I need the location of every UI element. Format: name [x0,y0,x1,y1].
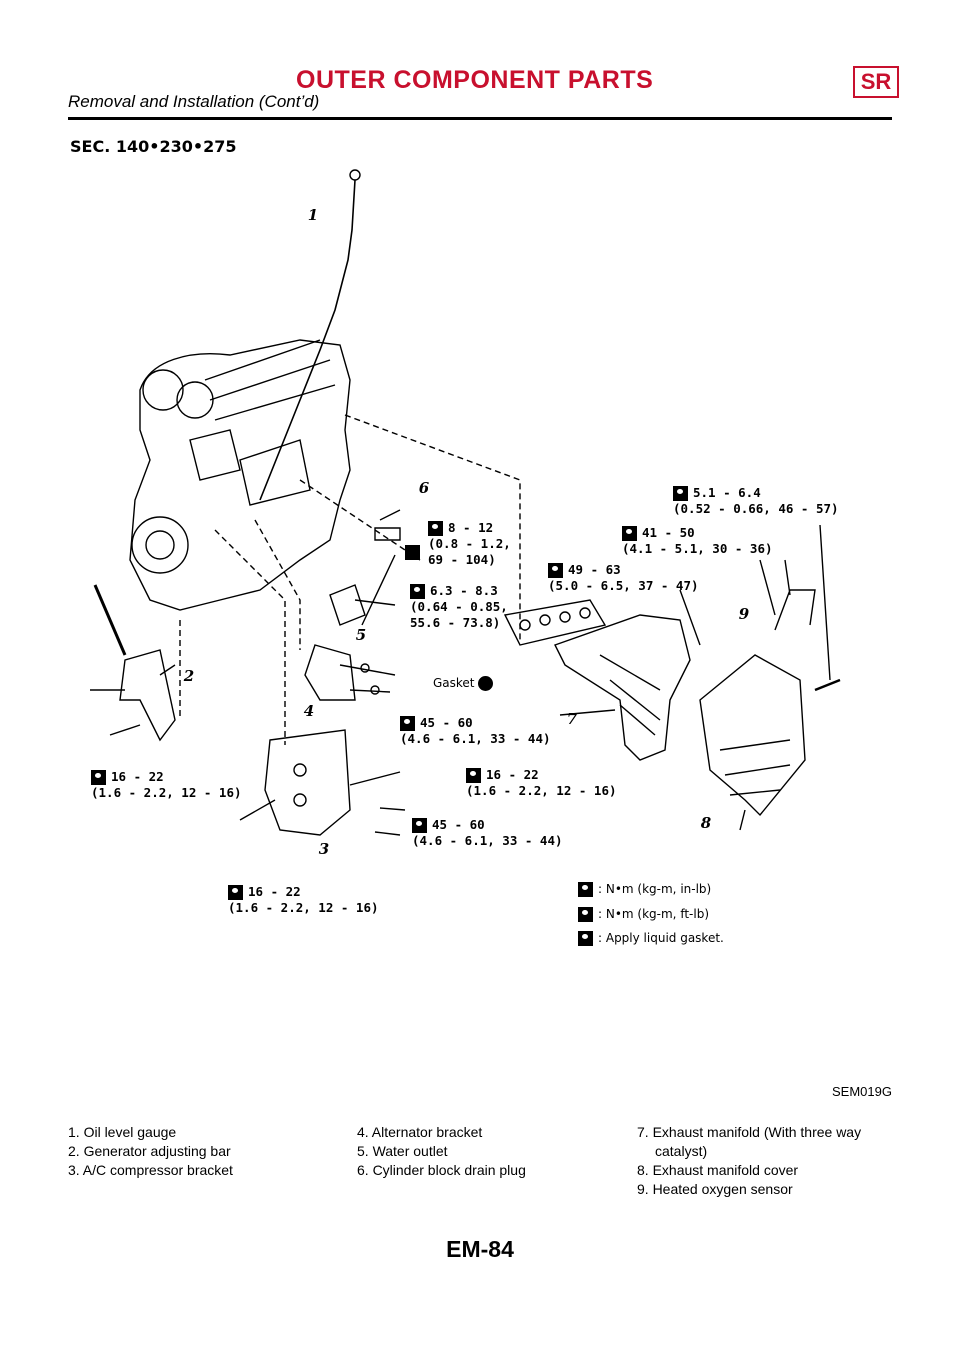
oxygen-sensor [774,559,816,631]
exhaust-manifold-cover [699,654,806,817]
legend-inlb: : N•m (kg-m, in-lb) [578,882,711,897]
callout-4: 4 [303,702,315,720]
water-outlet [329,584,366,626]
list-item: 6. Cylinder block drain plug [357,1162,526,1178]
callout-6: 6 [418,479,430,497]
torque-inlb-icon [578,882,593,897]
cam-sprocket-1 [142,369,184,411]
torque-cover-bolt: 5.1 - 6.4 (0.52 - 0.66, 46 - 57) [673,485,839,516]
torque-ftlb-icon [578,907,593,922]
torque-ftlb-icon [622,526,637,541]
parts-list-col3: 7. Exhaust manifold (With three way cata… [637,1123,861,1199]
callout-1: 1 [307,206,319,224]
list-item: 1. Oil level gauge [68,1124,177,1140]
exploded-diagram [90,169,841,836]
parts-list-col1: 1. Oil level gauge 2. Generator adjustin… [68,1123,233,1180]
page-title: OUTER COMPONENT PARTS [296,66,654,94]
alternator-bracket [304,644,356,701]
generator-adjusting-bar [119,649,176,742]
torque-ftlb-icon [548,563,563,578]
callout-2: 2 [183,667,195,685]
callout-3: 3 [318,840,330,858]
list-item: 9. Heated oxygen sensor [637,1181,793,1197]
torque-manifold-nut: 49 - 63 (5.0 - 6.5, 37 - 47) [548,562,699,593]
list-item: 4. Alternator bracket [357,1124,483,1140]
torque-inlb-icon [428,521,443,536]
torque-ac-bracket-a: 16 - 22 (1.6 - 2.2, 12 - 16) [466,767,617,798]
list-item: 8. Exhaust manifold cover [637,1162,799,1178]
oil-level-gauge [259,179,356,501]
torque-inlb-icon [410,584,425,599]
callout-8: 8 [700,814,712,832]
legend-liquid-gasket: : Apply liquid gasket. [578,931,724,946]
exhaust-manifold [554,614,691,761]
page-subtitle: Removal and Installation (Cont’d) [68,92,320,111]
callout-9: 9 [738,605,750,623]
torque-ac-bracket-c: 16 - 22 (1.6 - 2.2, 12 - 16) [228,884,379,915]
crank-pulley [131,516,189,574]
drain-plug [374,527,401,541]
list-item: 5. Water outlet [357,1143,448,1159]
engine-block [129,339,351,611]
replace-gasket-icon [478,676,494,691]
section-number: SEC. 140•230•275 [70,137,237,156]
torque-alternator-bracket: 45 - 60 (4.6 - 6.1, 33 - 44) [400,715,551,746]
torque-drain-plug: 8 - 12 (0.8 - 1.2, 69 - 104) [428,520,511,567]
liquid-gasket-icon [578,931,593,946]
ac-compressor-bracket [264,729,351,836]
callout-5: 5 [355,626,367,644]
figure-id: SEM019G [832,1084,892,1099]
section-badge: SR [853,66,899,98]
exhaust-gasket [503,599,607,646]
list-item: 3. A/C compressor bracket [68,1162,233,1178]
torque-ac-bracket-b: 45 - 60 (4.6 - 6.1, 33 - 44) [412,817,563,848]
parts-list-col2: 4. Alternator bracket 5. Water outlet 6.… [357,1123,526,1180]
page-number: EM-84 [446,1236,514,1262]
callout-7: 7 [566,710,578,728]
torque-ftlb-icon [412,818,427,833]
torque-adjusting-bar: 16 - 22 (1.6 - 2.2, 12 - 16) [91,769,242,800]
header-divider [68,117,892,120]
torque-water-outlet: 6.3 - 8.3 (0.64 - 0.85, 55.6 - 73.8) [410,583,508,630]
list-item: 2. Generator adjusting bar [68,1143,231,1159]
liquid-gasket-icon [405,545,420,560]
torque-ftlb-icon [466,768,481,783]
torque-ftlb-icon [400,716,415,731]
gasket-label: Gasket [433,676,494,691]
legend-ftlb: : N•m (kg-m, ft-lb) [578,907,709,922]
torque-sensor: 41 - 50 (4.1 - 5.1, 30 - 36) [622,525,773,556]
torque-ftlb-icon [91,770,106,785]
torque-inlb-icon [673,486,688,501]
list-item: 7. Exhaust manifold (With three way [637,1124,862,1140]
torque-ftlb-icon [228,885,243,900]
list-item: catalyst) [655,1143,708,1159]
cam-sprocket-2 [176,381,214,419]
